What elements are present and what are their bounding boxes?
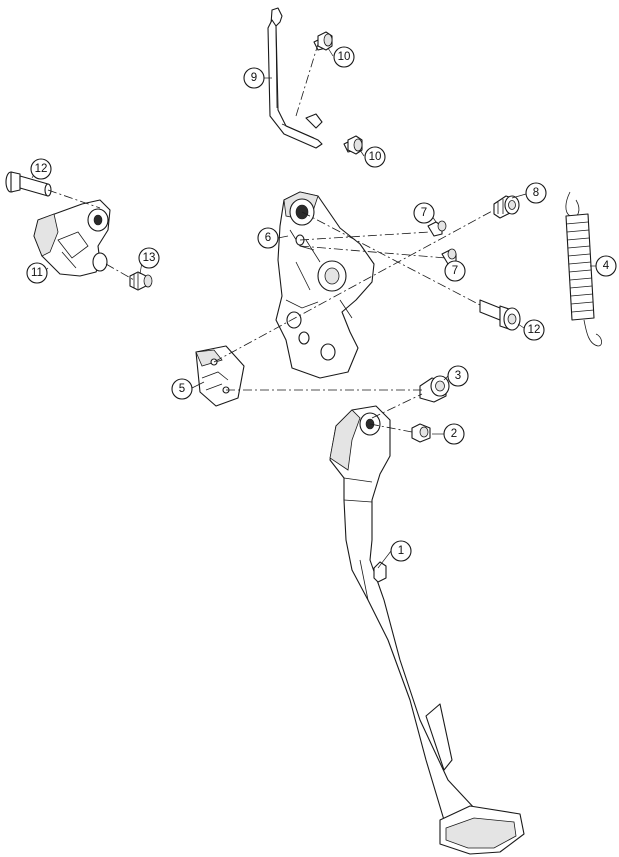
callout-7a: 7	[413, 202, 435, 224]
callout-1-label: 1	[398, 545, 404, 557]
part-screw-13	[129, 271, 153, 291]
part-spring-4	[565, 191, 602, 347]
part-sensor-11	[33, 199, 111, 277]
callout-3-label: 3	[455, 370, 461, 382]
callout-2-label: 2	[451, 428, 457, 440]
callout-2: 2	[443, 423, 465, 445]
part-pivot-8	[493, 195, 520, 219]
callout-9-label: 9	[251, 72, 257, 84]
callout-8-label: 8	[533, 187, 539, 199]
part-screw-3	[419, 375, 450, 403]
callout-7a-label: 7	[421, 207, 427, 219]
part-side-stand-1	[329, 405, 525, 855]
callout-10a-label: 10	[338, 51, 351, 63]
callout-6: 6	[257, 227, 279, 249]
callout-1: 1	[390, 540, 412, 562]
callout-3: 3	[447, 365, 469, 387]
callout-6-label: 6	[265, 232, 271, 244]
assembly-axes	[47, 43, 495, 433]
callout-13: 13	[138, 247, 160, 269]
part-bracket	[267, 7, 323, 149]
callout-11-label: 11	[31, 267, 43, 279]
callout-13-label: 13	[143, 252, 156, 264]
callout-5: 5	[171, 378, 193, 400]
part-mounting-bracket-6	[275, 191, 375, 379]
part-bolt-12-right	[479, 299, 521, 331]
part-plate-5	[195, 345, 245, 407]
callout-12b: 12	[523, 319, 545, 341]
callout-10b-label: 10	[369, 151, 382, 163]
part-screw-7b	[441, 248, 457, 265]
callout-9: 9	[243, 67, 265, 89]
callout-5-label: 5	[179, 383, 185, 395]
callout-7b-label: 7	[452, 265, 458, 277]
part-screw-7a	[427, 220, 447, 237]
part-screw-10b	[343, 135, 363, 155]
callout-10b: 10	[364, 146, 386, 168]
callout-4: 4	[595, 255, 617, 277]
callout-7b: 7	[444, 260, 466, 282]
part-nut-2	[411, 423, 431, 443]
leader-lines	[31, 47, 596, 569]
part-bolt-12-left	[5, 171, 52, 197]
callout-12a: 12	[30, 158, 52, 180]
callout-11: 11	[26, 262, 48, 284]
callout-12b-label: 12	[528, 324, 541, 336]
callout-10a: 10	[333, 46, 355, 68]
callout-4-label: 4	[603, 260, 610, 272]
callout-8: 8	[525, 182, 547, 204]
callout-12a-label: 12	[35, 163, 48, 175]
